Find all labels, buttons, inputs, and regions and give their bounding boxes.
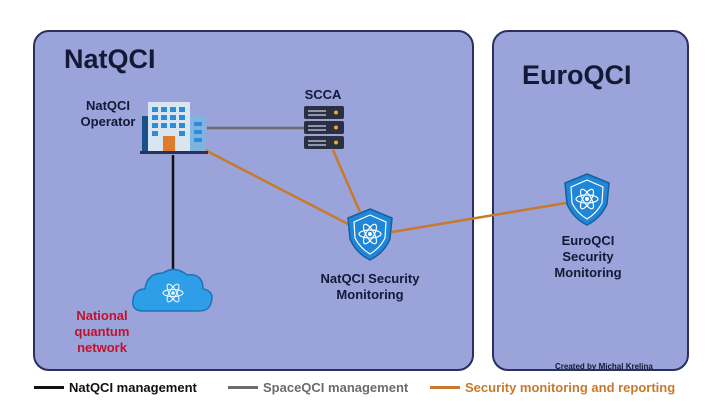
legend-line-security — [430, 386, 460, 389]
euroqci-monitoring-label: EuroQCI Security Monitoring — [554, 233, 622, 280]
euroqci-title: EuroQCI — [522, 60, 632, 90]
legend-label-security: Security monitoring and reporting — [465, 380, 676, 395]
atom-shield-icon — [564, 173, 610, 226]
office-building-icon — [140, 102, 208, 154]
legend-item-spaceqci: SpaceQCI management — [228, 380, 408, 395]
legend-item-security: Security monitoring and reporting — [430, 380, 675, 395]
edge-natqci-monitoring-to-euroqci-monitoring — [391, 201, 567, 234]
legend: NatQCI management SpaceQCI management Se… — [0, 373, 720, 405]
legend-item-natqci: NatQCI management — [34, 380, 197, 395]
natqci-monitoring-label: NatQCI Security Monitoring — [320, 271, 420, 302]
natqci-title: NatQCI — [64, 44, 156, 74]
legend-label-spaceqci: SpaceQCI management — [263, 380, 409, 395]
edge-scca-to-natqci-monitoring — [331, 149, 362, 213]
legend-line-natqci — [34, 386, 64, 389]
natqci-region — [33, 30, 474, 371]
edge-operator-to-natqci-monitoring — [204, 148, 351, 227]
diagram-edges — [171, 126, 567, 270]
credit-text: Created by Michal Krelina — [555, 362, 653, 371]
server-rack-icon — [304, 106, 344, 149]
network-label: National quantum network — [74, 308, 130, 355]
atom-shield-icon — [347, 208, 393, 261]
legend-line-spaceqci — [228, 386, 258, 389]
operator-label: NatQCI Operator — [80, 98, 136, 129]
legend-label-natqci: NatQCI management — [69, 380, 197, 395]
scca-label: SCCA — [304, 87, 342, 102]
atom-cloud-icon — [131, 268, 213, 312]
